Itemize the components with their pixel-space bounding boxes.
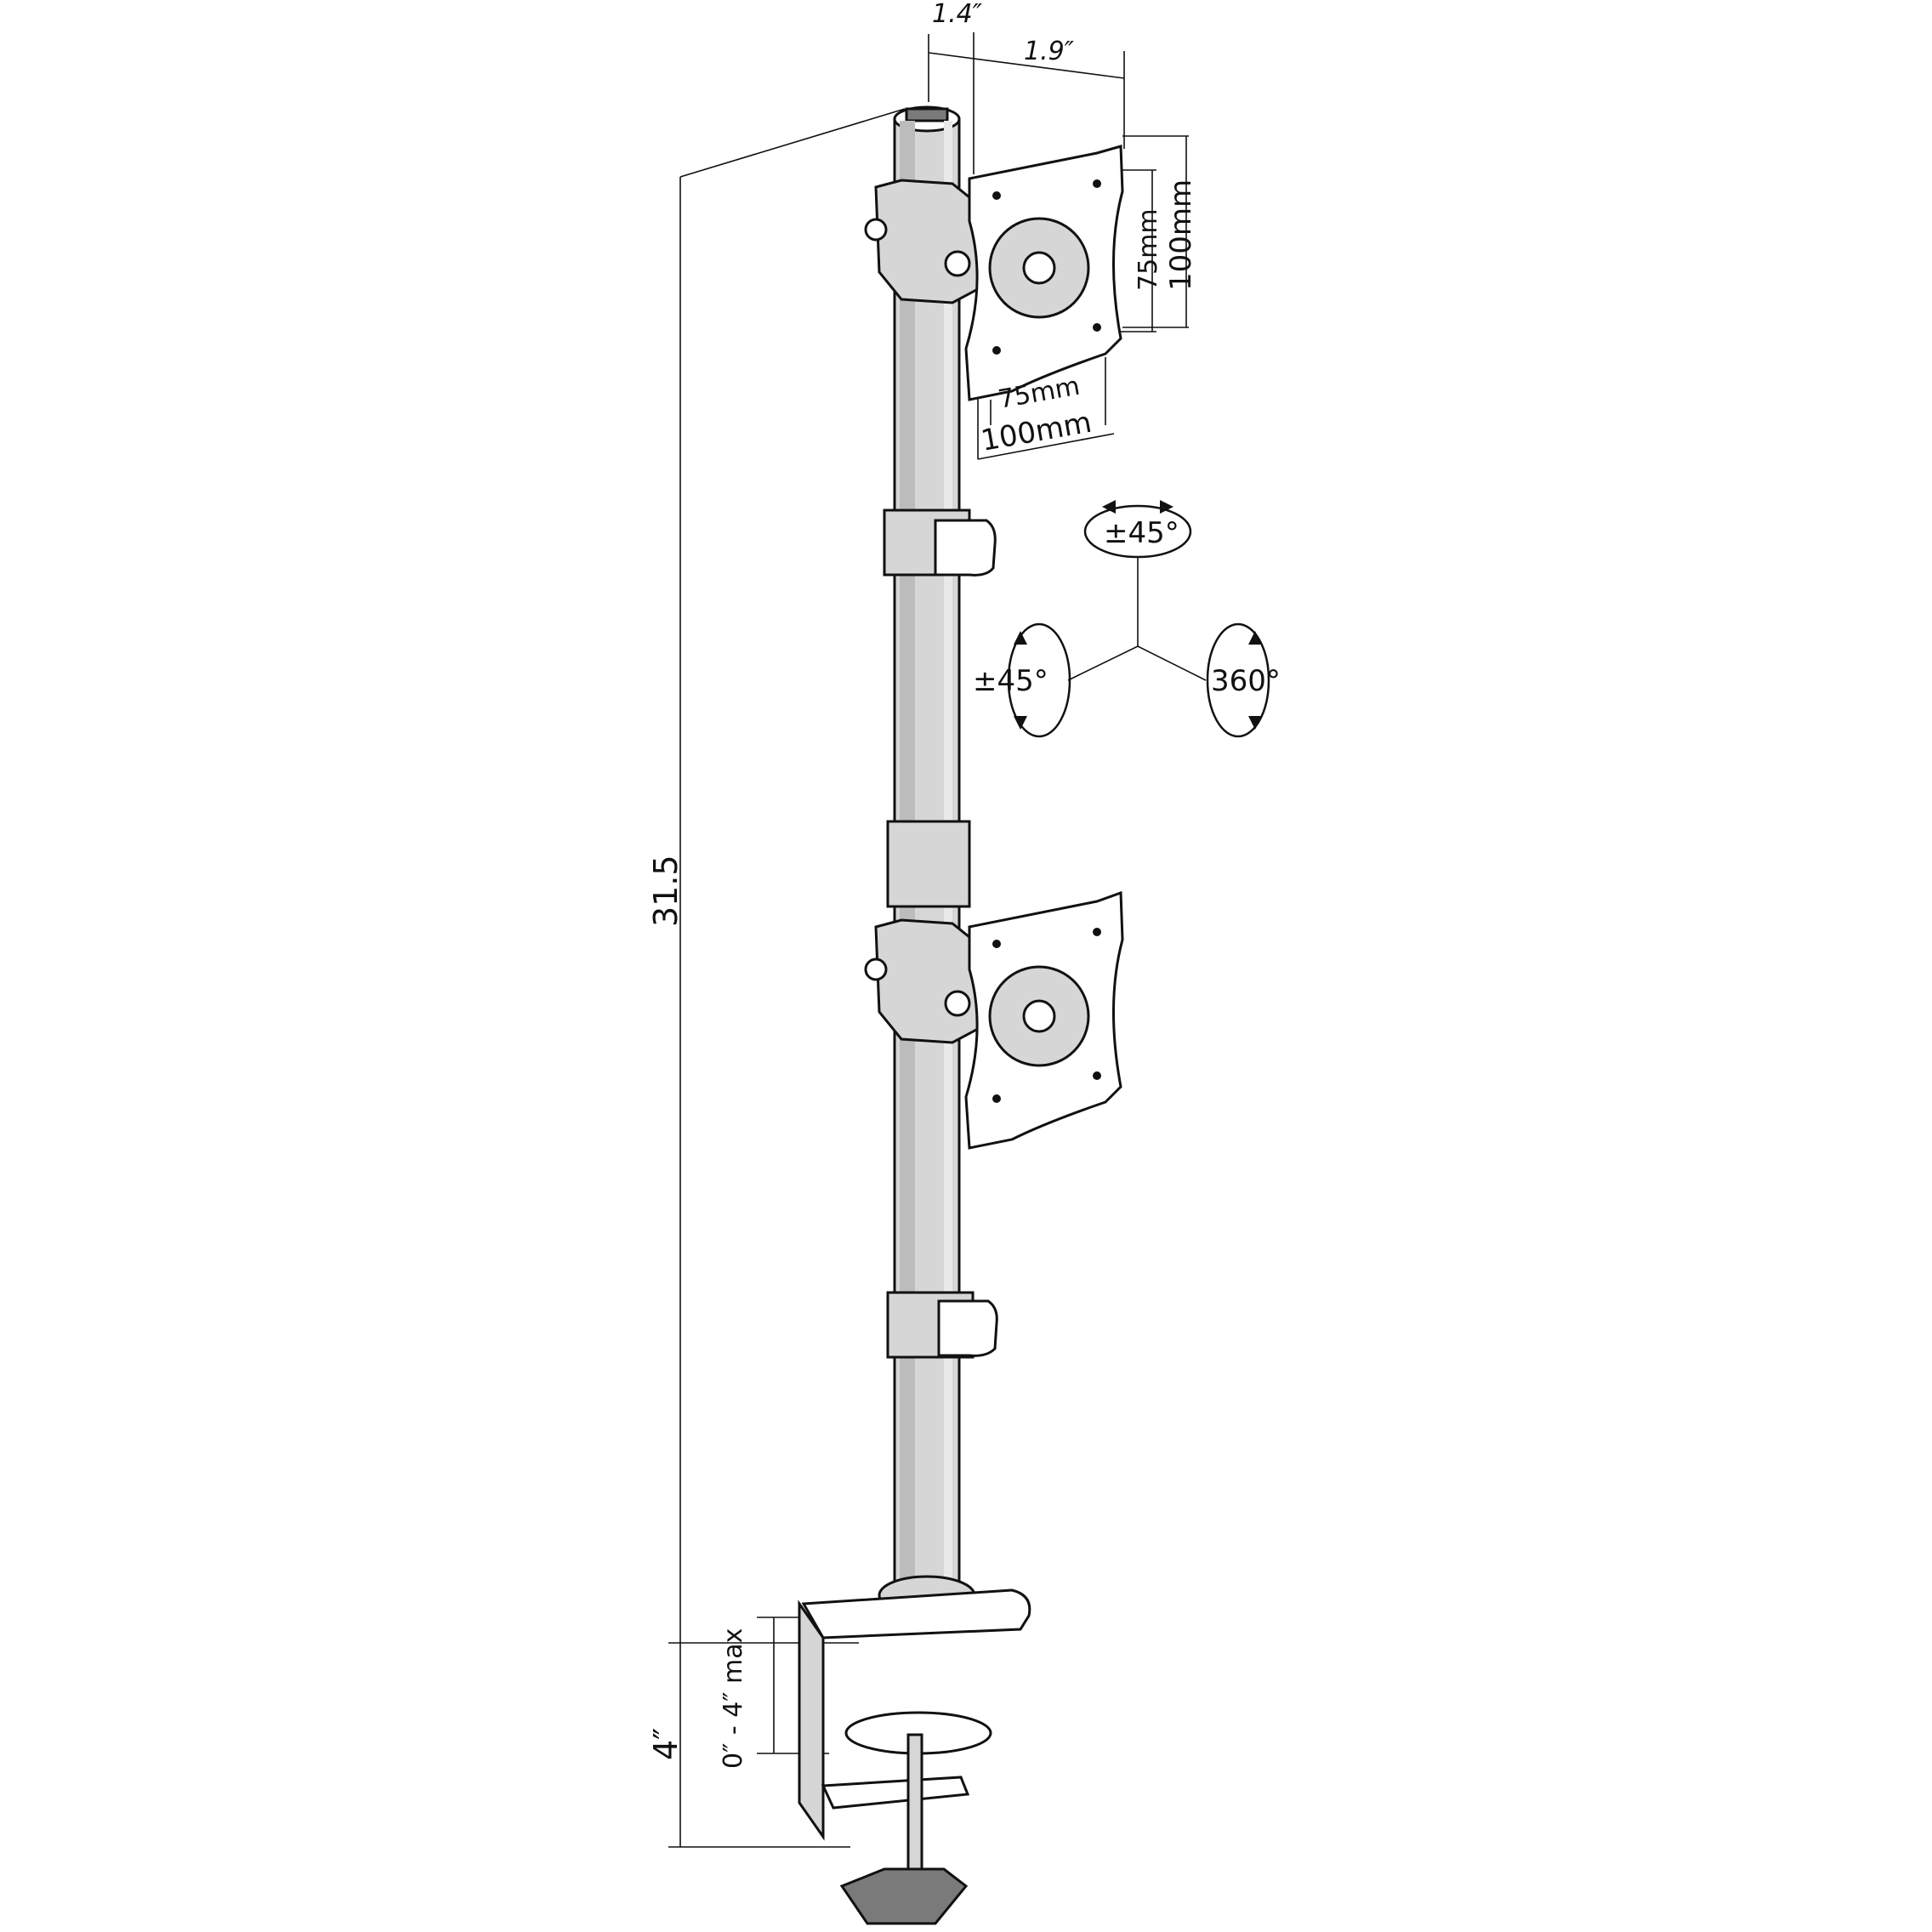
tilt-label: ±45° xyxy=(1104,516,1179,550)
mount-offset-long-label: 1.9″ xyxy=(1024,37,1075,66)
pole-collar xyxy=(883,509,998,1359)
clamp-range-label: 0″ - 4″ max xyxy=(719,1628,748,1769)
pole-height-label: 31.5 xyxy=(647,855,685,927)
vesa-large-horizontal-label: 100mm xyxy=(979,406,1094,458)
lower-mount xyxy=(864,890,1124,1150)
vesa-large-vertical-label: 100mm xyxy=(1164,179,1198,291)
clamp-height-label: 4″ xyxy=(647,1728,685,1760)
rotate-indicator xyxy=(1206,622,1270,738)
rotation-indicators xyxy=(1007,500,1270,738)
upper-mount xyxy=(864,145,1124,401)
rotate-label: 360° xyxy=(1211,664,1281,698)
swivel-label: ±45° xyxy=(973,664,1048,698)
mount-offset-short-label: 1.4″ xyxy=(932,0,983,29)
tilt-indicator xyxy=(1083,504,1192,559)
swivel-indicator xyxy=(1007,622,1071,738)
desk-clamp xyxy=(798,1575,1031,1925)
vesa-small-vertical-label: 75mm xyxy=(1134,208,1163,291)
